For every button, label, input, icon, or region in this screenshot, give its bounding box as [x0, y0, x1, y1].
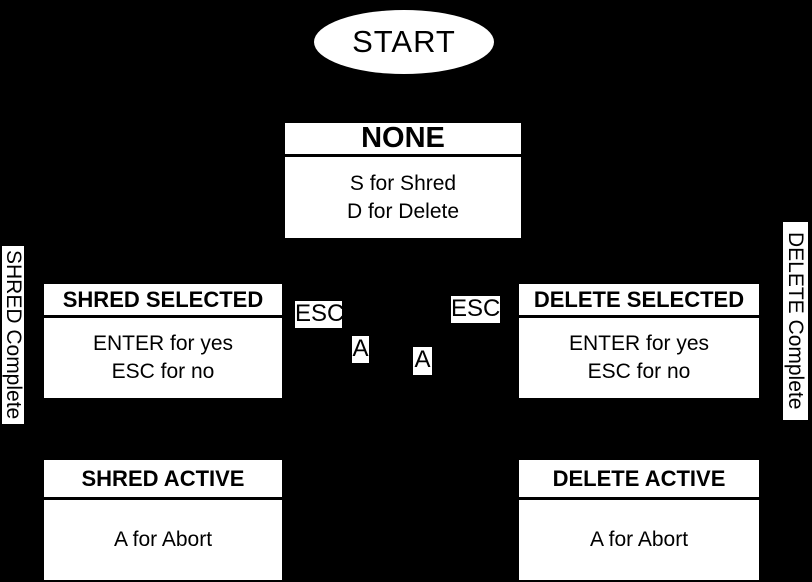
- edge-label-esc-right: ESC: [451, 295, 501, 323]
- state-node-shred-selected-body: ENTER for yes ESC for no: [44, 318, 282, 398]
- state-node-shred-active-title: SHRED ACTIVE: [44, 460, 282, 500]
- side-label-delete-complete: DELETE Complete: [783, 222, 808, 420]
- start-node: START: [314, 10, 494, 74]
- state-node-delete-active-line1: A for Abort: [589, 528, 689, 551]
- state-node-shred-active-body: A for Abort: [44, 500, 282, 580]
- state-node-delete-selected-body: ENTER for yes ESC for no: [519, 318, 759, 398]
- state-node-delete-active-title: DELETE ACTIVE: [519, 460, 759, 500]
- state-node-none-line2: D for Delete: [346, 199, 460, 223]
- edge-label-abort-left: A: [352, 335, 369, 363]
- state-node-delete-selected-line1: ENTER for yes: [568, 332, 710, 355]
- state-node-shred-selected: SHRED SELECTED ENTER for yes ESC for no: [44, 284, 282, 398]
- state-node-delete-active: DELETE ACTIVE A for Abort: [519, 460, 759, 580]
- state-node-delete-selected: DELETE SELECTED ENTER for yes ESC for no: [519, 284, 759, 398]
- state-node-none-line1: S for Shred: [349, 171, 457, 195]
- edge-label-esc-left: ESC: [295, 300, 345, 328]
- state-node-shred-active: SHRED ACTIVE A for Abort: [44, 460, 282, 580]
- start-node-label: START: [352, 24, 456, 59]
- state-node-delete-selected-line2: ESC for no: [587, 360, 691, 383]
- edge-label-abort-right: A: [413, 346, 432, 375]
- state-node-shred-active-line1: A for Abort: [113, 528, 213, 551]
- state-node-shred-selected-title: SHRED SELECTED: [44, 284, 282, 318]
- state-node-none-title: NONE: [285, 122, 521, 157]
- state-node-shred-selected-line2: ESC for no: [111, 360, 215, 383]
- state-node-delete-selected-title: DELETE SELECTED: [519, 284, 759, 318]
- state-node-none-body: S for Shred D for Delete: [285, 157, 521, 238]
- side-label-shred-complete: SHRED Complete: [2, 246, 25, 424]
- state-node-shred-selected-line1: ENTER for yes: [92, 332, 234, 355]
- state-node-delete-active-body: A for Abort: [519, 500, 759, 580]
- state-node-none: NONE S for Shred D for Delete: [285, 122, 521, 238]
